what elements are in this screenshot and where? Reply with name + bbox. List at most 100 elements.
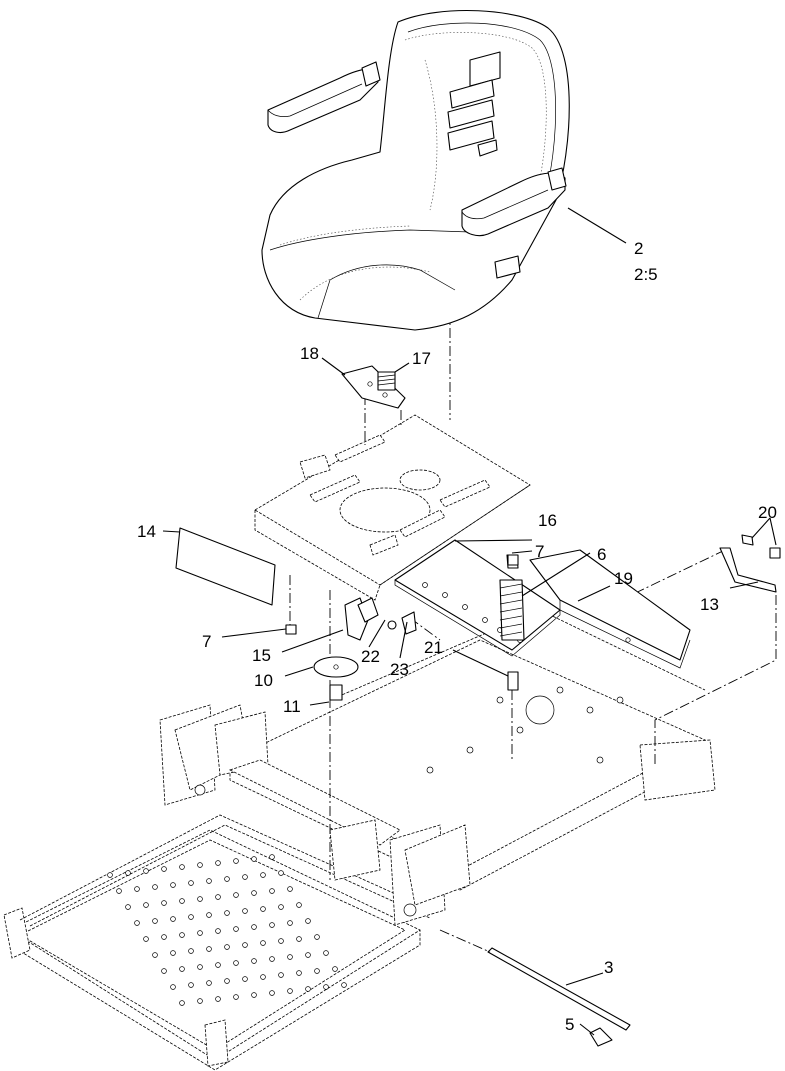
nut-left bbox=[285, 624, 297, 635]
footrest-hole bbox=[269, 990, 275, 996]
callout-18: 18 bbox=[300, 344, 319, 363]
footrest-hole bbox=[143, 936, 149, 942]
footrest-hole bbox=[215, 860, 221, 866]
callout-22: 22 bbox=[361, 647, 380, 666]
footrest-hole bbox=[134, 886, 140, 892]
footrest-hole bbox=[224, 876, 230, 882]
washer-center bbox=[333, 664, 339, 670]
footrest-hole bbox=[161, 866, 167, 872]
footrest-hole bbox=[179, 864, 185, 870]
footrest-hole bbox=[287, 920, 293, 926]
footrest-hole bbox=[251, 992, 257, 998]
footrest-hole bbox=[260, 974, 266, 980]
footrest-hole bbox=[287, 988, 293, 994]
footrest-hole bbox=[296, 936, 302, 942]
footrest-hole bbox=[197, 896, 203, 902]
footrest-hole bbox=[269, 956, 275, 962]
seat-pan bbox=[254, 414, 531, 601]
footrest-hole bbox=[107, 872, 113, 878]
footrest-hole bbox=[314, 968, 320, 974]
footrest-hole bbox=[305, 952, 311, 958]
callout-6: 6 bbox=[597, 545, 606, 564]
callout-11: 11 bbox=[283, 697, 301, 716]
callout-10: 10 bbox=[254, 671, 273, 690]
footrest-hole bbox=[224, 910, 230, 916]
footrest-perforations bbox=[107, 854, 347, 1006]
callout-7-top: 7 bbox=[535, 542, 544, 561]
decal bbox=[175, 527, 276, 606]
callout-21: 21 bbox=[424, 638, 443, 657]
footrest-hole bbox=[242, 908, 248, 914]
footrest-hole bbox=[278, 870, 284, 876]
callouts: 2 2:5 18 17 14 16 7 6 19 20 13 7 15 22 2… bbox=[137, 239, 777, 1034]
footrest-hole bbox=[206, 878, 212, 884]
seat-rail bbox=[529, 549, 691, 669]
footrest-hole bbox=[197, 998, 203, 1004]
footrest-hole bbox=[161, 900, 167, 906]
footrest-hole bbox=[161, 934, 167, 940]
footrest-hole bbox=[242, 942, 248, 948]
footrest-hole bbox=[224, 978, 230, 984]
flange-bolt bbox=[507, 671, 519, 691]
footrest-hole bbox=[260, 872, 266, 878]
footrest-hole bbox=[269, 922, 275, 928]
footrest-hole bbox=[269, 854, 275, 860]
callout-23: 23 bbox=[390, 660, 409, 679]
footrest-hole bbox=[206, 980, 212, 986]
footrest-hole bbox=[323, 984, 329, 990]
footrest-hole bbox=[179, 1000, 185, 1006]
footrest-hole bbox=[215, 962, 221, 968]
footrest-hole bbox=[215, 928, 221, 934]
footrest-hole bbox=[197, 930, 203, 936]
footrest-hole bbox=[134, 920, 140, 926]
footrest-hole bbox=[278, 904, 284, 910]
footrest-hole bbox=[170, 984, 176, 990]
main-frame bbox=[3, 609, 716, 1071]
footrest-hole bbox=[269, 888, 275, 894]
footrest-hole bbox=[188, 982, 194, 988]
footrest-hole bbox=[341, 982, 347, 988]
footrest-hole bbox=[251, 924, 257, 930]
footrest-hole bbox=[305, 918, 311, 924]
footrest-hole bbox=[233, 892, 239, 898]
hairpin-clip bbox=[589, 1027, 613, 1047]
footrest-hole bbox=[251, 856, 257, 862]
footrest-hole bbox=[143, 868, 149, 874]
washer-small bbox=[387, 620, 397, 630]
footrest-hole bbox=[125, 904, 131, 910]
footrest-hole bbox=[242, 976, 248, 982]
footrest-hole bbox=[116, 888, 122, 894]
footrest-hole bbox=[197, 964, 203, 970]
footrest-hole bbox=[179, 932, 185, 938]
footrest-hole bbox=[215, 894, 221, 900]
callout-7-bottom: 7 bbox=[202, 632, 211, 651]
footrest-hole bbox=[143, 902, 149, 908]
callout-2-ref: 2:5 bbox=[634, 265, 658, 284]
footrest-hole bbox=[125, 870, 131, 876]
footrest-hole bbox=[179, 898, 185, 904]
footrest-hole bbox=[224, 944, 230, 950]
callout-19: 19 bbox=[614, 569, 633, 588]
cotter-pin bbox=[401, 611, 417, 635]
footrest-hole bbox=[206, 946, 212, 952]
footrest-hole bbox=[161, 968, 167, 974]
seat bbox=[261, 9, 570, 331]
footrest-hole bbox=[233, 994, 239, 1000]
bushing bbox=[329, 684, 343, 701]
footrest-hole bbox=[188, 914, 194, 920]
footrest-hole bbox=[233, 960, 239, 966]
footrest-hole bbox=[251, 890, 257, 896]
footrest-hole bbox=[296, 970, 302, 976]
footrest-hole bbox=[242, 874, 248, 880]
footrest-hole bbox=[188, 880, 194, 886]
footrest-hole bbox=[170, 882, 176, 888]
seat-switch bbox=[344, 597, 379, 641]
footrest-hole bbox=[206, 912, 212, 918]
footrest-hole bbox=[314, 934, 320, 940]
rear-bracket bbox=[719, 534, 781, 593]
footrest-hole bbox=[233, 926, 239, 932]
callout-17: 17 bbox=[412, 349, 431, 368]
footrest-hole bbox=[305, 986, 311, 992]
seat-switch-spring bbox=[377, 371, 396, 391]
footrest-hole bbox=[188, 948, 194, 954]
